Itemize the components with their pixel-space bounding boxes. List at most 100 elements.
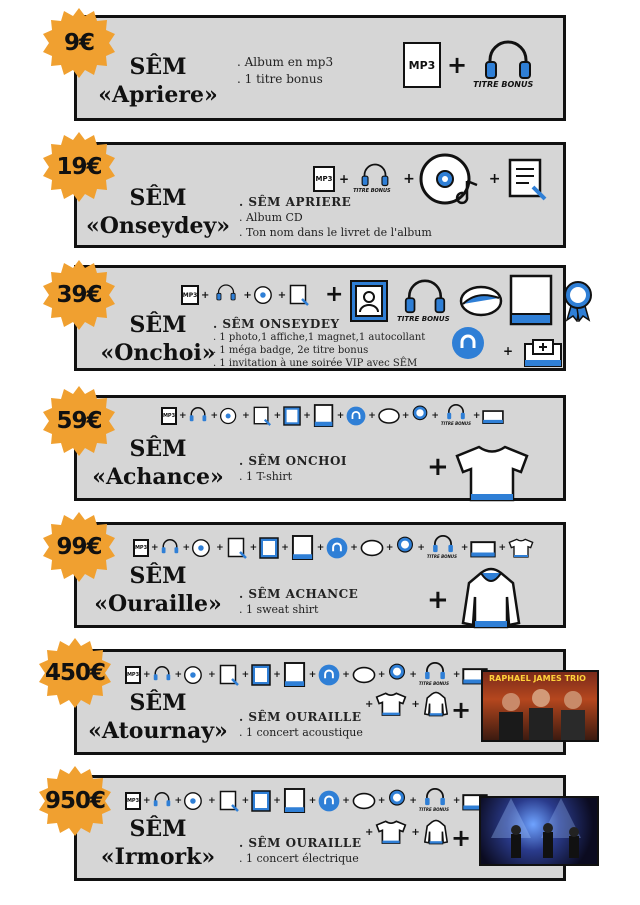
badge-ribbon-icon <box>411 405 429 427</box>
plus-icon: + <box>277 289 287 301</box>
price-label: 99€ <box>56 534 102 560</box>
price-label: 450€ <box>44 660 106 686</box>
plus-icon: + <box>447 51 468 79</box>
tier-title: «Achance» <box>92 464 224 490</box>
plus-icon: + <box>503 344 514 358</box>
reward-icons-previous: MP3 + + + + + + + + + TITRE BONUS + <box>161 402 505 430</box>
headphones-icon: TITRE BONUS <box>473 40 543 90</box>
desc-header: . SÊM ONSEYDEY <box>213 317 340 331</box>
price-label: 9€ <box>63 30 95 56</box>
plus-icon: + <box>409 670 417 680</box>
hoodie-icon <box>461 567 521 629</box>
tshirt-icon <box>508 538 534 558</box>
badge-ribbon-icon <box>395 536 415 560</box>
plus-icon: + <box>460 543 469 553</box>
tier-achance: SÊM «Achance» . SÊM ONCHOI . 1 T-shirt M… <box>74 395 566 502</box>
photo-frame-icon <box>251 664 271 686</box>
tier-name: SÊM «Atournay» <box>83 690 233 746</box>
headphones-icon: TITRE BONUS <box>427 535 459 561</box>
cd-icon <box>220 406 240 426</box>
concert-photo <box>479 796 599 866</box>
plus-icon: + <box>179 411 187 421</box>
price-label: 39€ <box>56 282 102 308</box>
plus-icon: + <box>210 411 219 421</box>
badge-ribbon-icon <box>561 280 595 323</box>
desc-line: . 1 sweat shirt <box>239 603 319 616</box>
band-photo: RAPHAEL JAMES TRIO <box>481 670 599 742</box>
desc-line: . Album en mp3 <box>237 55 334 69</box>
tier-artist: SÊM <box>129 185 187 211</box>
hoodie-icon <box>423 818 448 846</box>
plus-icon: + <box>342 796 350 806</box>
mp3-icon: MP3 <box>181 285 199 305</box>
tier-title: «Apriere» <box>98 82 218 108</box>
headphones-icon: TITRE BONUS <box>397 279 453 323</box>
plus-icon: + <box>411 826 420 838</box>
tier-name: SÊM «Onchoi» <box>83 312 233 368</box>
tier-name: SÊM «Irmork» <box>83 816 233 872</box>
booklet-icon <box>507 157 547 201</box>
plus-icon: + <box>208 796 216 806</box>
headphones-icon: TITRE BONUS <box>419 662 451 688</box>
plus-icon: + <box>143 670 151 680</box>
tier-artist: SÊM <box>129 690 187 716</box>
hoodie-icon <box>423 690 448 718</box>
photo-frame-icon <box>349 279 389 323</box>
plus-icon: + <box>377 670 386 680</box>
tier-artist: SÊM <box>129 563 187 589</box>
poster-icon <box>313 402 335 430</box>
plus-icon: + <box>143 796 151 806</box>
plus-icon: + <box>308 796 317 806</box>
headphones-icon: TITRE BONUS <box>441 404 471 428</box>
price-label: 59€ <box>56 408 102 434</box>
plus-icon: + <box>342 670 350 680</box>
plus-icon: + <box>472 411 481 421</box>
mp3-icon: MP3 <box>161 407 177 425</box>
magnet-icon <box>451 326 485 360</box>
plus-icon: + <box>273 411 282 421</box>
desc-header: . SÊM OURAILLE <box>239 836 362 850</box>
price-badge: 9€ <box>42 6 116 80</box>
reward-icons-previous: MP3 + + + + + + + + + TITRE BONUS + <box>125 786 489 816</box>
magnet-icon <box>318 664 340 686</box>
tier-description: . SÊM ONSEYDEY . 1 photo,1 affiche,1 mag… <box>213 318 425 370</box>
tier-name: SÊM «Apriere» <box>83 54 233 110</box>
plus-icon: + <box>451 824 472 852</box>
invitation-icon <box>470 538 497 558</box>
reward-icons-previous: MP3 + + + + + + + + + TITRE BONUS + + <box>133 533 534 563</box>
plus-icon: + <box>417 543 425 553</box>
plus-icon: + <box>403 171 415 187</box>
desc-line: . 1 concert électrique <box>239 852 359 865</box>
bonus-caption: TITRE BONUS <box>440 421 471 426</box>
bonus-caption: TITRE BONUS <box>473 80 534 89</box>
plus-icon: + <box>427 452 449 482</box>
headphones-icon <box>153 666 173 684</box>
tier-description: . SÊM APRIERE . Album CD . Ton nom dans … <box>239 195 432 240</box>
plus-icon: + <box>281 543 289 553</box>
reward-icons: MP3 + TITRE BONUS + + <box>313 151 547 207</box>
desc-line: . Ton nom dans le livret de l'album <box>239 226 432 239</box>
reward-icons-clothes: + + <box>365 690 448 718</box>
booklet-icon <box>218 664 240 686</box>
photo-frame-icon <box>259 537 279 559</box>
mp3-icon: MP3 <box>313 166 335 192</box>
desc-header: . SÊM ACHANCE <box>239 587 359 601</box>
plus-icon: + <box>182 543 191 553</box>
mp3-icon: MP3 <box>125 666 141 684</box>
headphones-icon: TITRE BONUS <box>353 163 399 195</box>
sticker-icon <box>360 539 384 557</box>
sticker-icon <box>459 284 503 318</box>
tier-irmork: SÊM «Irmork» . SÊM OURAILLE . 1 concert … <box>74 775 599 881</box>
booklet-icon <box>288 284 310 306</box>
desc-header: . SÊM OURAILLE <box>239 710 362 724</box>
plus-icon: + <box>339 172 350 186</box>
magnet-icon <box>326 537 348 559</box>
cd-icon <box>184 664 206 686</box>
plus-icon: + <box>241 796 250 806</box>
plus-icon: + <box>427 585 449 615</box>
mp3-icon: MP3 <box>125 792 141 810</box>
plus-icon: + <box>201 289 210 301</box>
plus-icon: + <box>377 796 386 806</box>
tshirt-icon <box>375 691 407 717</box>
photo-frame-icon <box>251 790 271 812</box>
